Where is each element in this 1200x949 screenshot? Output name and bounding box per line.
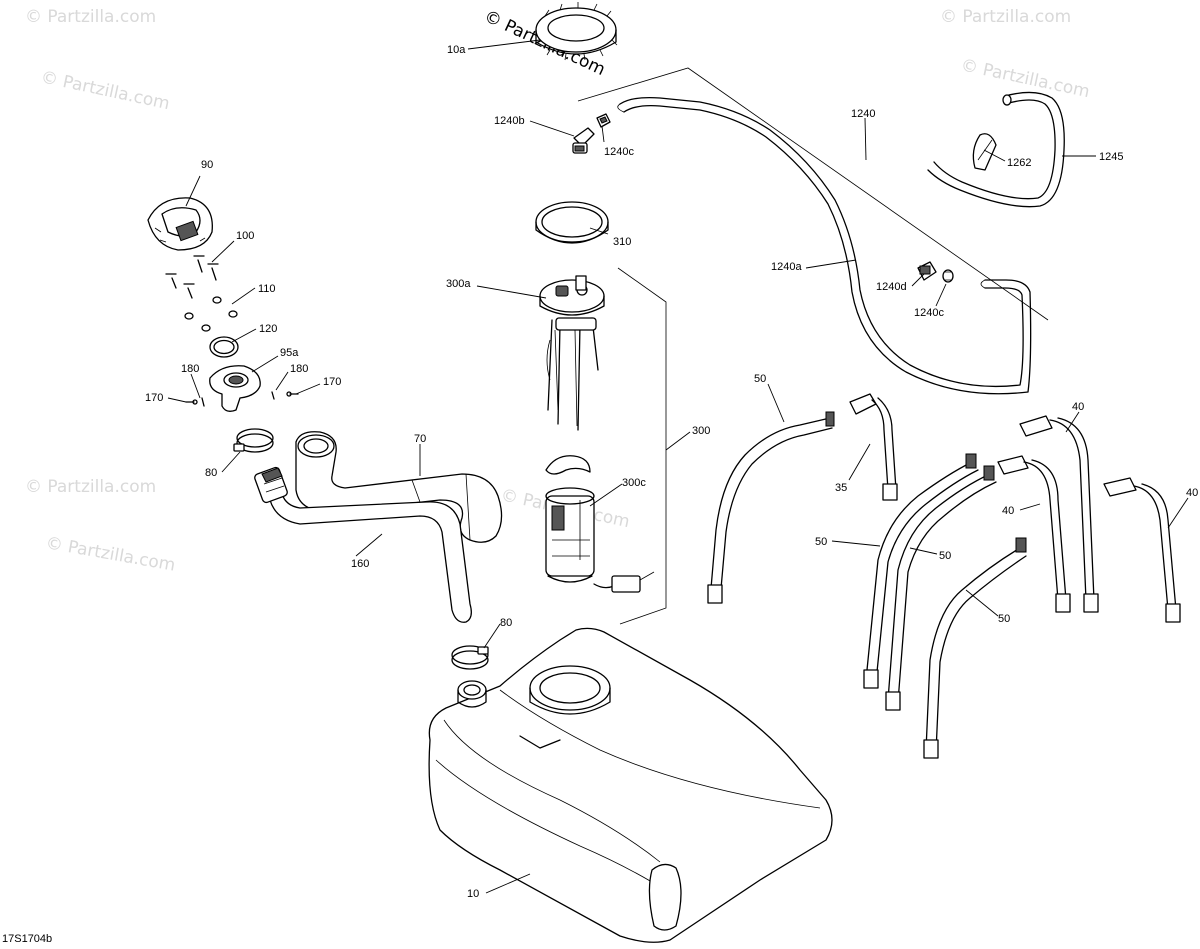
watermark: © Partzilla.com xyxy=(39,67,171,114)
part-35-strap-bracket[interactable] xyxy=(849,393,898,501)
callout-1240b: 1240b xyxy=(494,115,525,127)
part-70-filler-hose[interactable] xyxy=(295,431,503,543)
callout-70: 70 xyxy=(414,433,426,445)
callout-50-left: 50 xyxy=(815,536,827,548)
callout-300c: 300c xyxy=(622,477,646,489)
part-80-hose-clamp-lower[interactable] xyxy=(451,645,489,670)
part-1240-vent-hose[interactable] xyxy=(617,96,1032,395)
callout-300: 300 xyxy=(692,425,710,437)
part-1262-clip[interactable] xyxy=(972,133,997,171)
callout-50-middle: 50 xyxy=(939,550,951,562)
part-300c-pump-filter[interactable] xyxy=(545,455,655,593)
watermark: © Partzilla.com xyxy=(44,533,177,575)
group-bracket-300 xyxy=(617,267,667,625)
callout-10: 10 xyxy=(467,888,479,900)
callout-1245: 1245 xyxy=(1099,151,1123,163)
callout-170-left: 170 xyxy=(145,392,163,404)
callout-120: 120 xyxy=(259,323,277,335)
part-10a-lock-ring[interactable] xyxy=(535,2,618,61)
callout-1240c-bottom: 1240c xyxy=(914,307,944,319)
part-10-fuel-tank[interactable] xyxy=(428,627,833,943)
part-1240c-clamp-bottom[interactable] xyxy=(942,269,954,283)
part-50-tank-strap-top[interactable] xyxy=(707,411,835,604)
part-1240c-clamp-top[interactable] xyxy=(596,113,611,128)
callout-50-bottom: 50 xyxy=(998,613,1010,625)
callout-90: 90 xyxy=(201,159,213,171)
callout-1240d: 1240d xyxy=(876,281,907,293)
callout-1240: 1240 xyxy=(851,108,875,120)
part-40-strap-middle[interactable] xyxy=(997,455,1071,613)
group-bracket-1240 xyxy=(577,67,1049,321)
callout-40-middle: 40 xyxy=(1002,505,1014,517)
callout-180-right: 180 xyxy=(290,363,308,375)
part-100-screws[interactable] xyxy=(165,255,219,299)
watermark: © Partzilla.com xyxy=(25,477,156,497)
part-300a-fuel-pump-module-top[interactable] xyxy=(539,275,605,431)
callout-35: 35 xyxy=(835,482,847,494)
part-95a-filler-flange[interactable] xyxy=(209,365,261,412)
part-50-strap-middle[interactable] xyxy=(885,465,997,711)
watermark: © Partzilla.com xyxy=(25,7,156,27)
callout-80-top: 80 xyxy=(205,467,217,479)
callout-labels: 10a 1240 1240b 1240c 1262 1245 90 100 11… xyxy=(145,44,1198,900)
part-160-fill-tube[interactable] xyxy=(254,466,472,623)
callout-1262: 1262 xyxy=(1007,157,1031,169)
diagram-code: 17S1704b xyxy=(2,933,52,945)
part-120-o-ring[interactable] xyxy=(209,336,239,358)
callout-1240a: 1240a xyxy=(771,261,802,273)
part-40-strap-right[interactable] xyxy=(1103,477,1181,623)
callout-100: 100 xyxy=(236,230,254,242)
watermark: © Partzilla.com xyxy=(940,7,1071,27)
callout-10a: 10a xyxy=(447,44,466,56)
callout-50-top: 50 xyxy=(754,373,766,385)
callout-1240c-top: 1240c xyxy=(604,146,634,158)
callout-170-right: 170 xyxy=(323,376,341,388)
part-80-hose-clamp-upper[interactable] xyxy=(233,428,274,453)
part-1245-hose[interactable] xyxy=(927,91,1065,208)
part-50-strap-left[interactable] xyxy=(863,453,979,689)
callout-80-bottom: 80 xyxy=(500,617,512,629)
callout-40-right: 40 xyxy=(1186,487,1198,499)
part-110-washers[interactable] xyxy=(184,296,238,332)
part-310-seal-ring[interactable] xyxy=(535,201,609,244)
callout-40-top: 40 xyxy=(1072,401,1084,413)
callout-180-left: 180 xyxy=(181,363,199,375)
part-90-filler-cap[interactable] xyxy=(147,197,213,251)
watermark: © Partzilla.com xyxy=(959,55,1091,102)
leader-lines xyxy=(167,39,1189,894)
callout-110: 110 xyxy=(258,283,276,295)
part-40-strap-top-right[interactable] xyxy=(1019,415,1099,613)
part-1240b-elbow-fitting[interactable] xyxy=(572,127,595,154)
callout-95a: 95a xyxy=(280,347,299,359)
callout-310: 310 xyxy=(613,236,631,248)
callout-160: 160 xyxy=(351,558,369,570)
part-50-strap-bottom[interactable] xyxy=(923,537,1027,759)
callout-300a: 300a xyxy=(446,278,471,290)
